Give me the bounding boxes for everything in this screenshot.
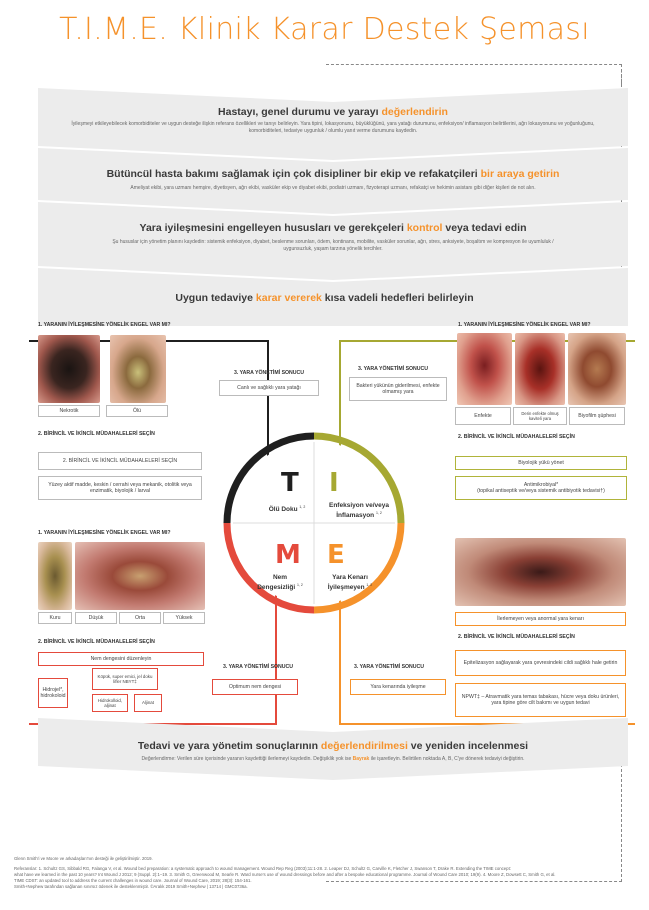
caption-infected: Enfekte — [455, 407, 511, 425]
caption-wound-edge: İlerlemeyen veya anormal yara kenarı — [455, 612, 626, 626]
step-evaluate-text: Değerlendirme: Verilen süre içerisinde y… — [58, 756, 608, 763]
m-alginate-box: Aljinat — [134, 694, 162, 712]
letter-e: E — [327, 540, 345, 570]
step-team-heading: Bütüncül hasta bakımı sağlamak için çok … — [38, 168, 628, 180]
i-outcome-box: Bakteri yükünün giderilmesi, enfekte olm… — [349, 377, 447, 401]
biofilm-wound-photo — [568, 333, 626, 405]
step-assess-band: Hastayı, genel durumu ve yarayı değerlen… — [38, 88, 628, 160]
reference-credit: Glenn Smith'i ve Moore ve arkadaşları'nı… — [14, 856, 634, 862]
wound-edge-photo — [455, 538, 626, 606]
slough-wound-photo — [110, 335, 166, 403]
m-interventions-label: 2. BİRİNCİL VE İKİNCİL MÜDAHALELERİ SEÇİ… — [38, 639, 155, 645]
caption-slough: Ölü — [106, 405, 168, 417]
t-barrier-label: 1. YARANIN İYİLEŞMESİNE YÖNELİK ENGEL VA… — [38, 322, 171, 328]
m-barrier-label: 1. YARANIN İYİLEŞMESİNE YÖNELİK ENGEL VA… — [38, 530, 171, 536]
i-bioburden-box: Biyolojik yükü yönet — [455, 456, 627, 470]
e-epithelialization-box: Epitelizasyon sağlayarak yara çevresinde… — [455, 650, 626, 676]
caption-low: Düşük — [75, 612, 117, 624]
m-hydrogel-box: Hidrojel*, hidrokoloid — [38, 678, 68, 708]
t-intervention-heading-box: 2. BİRİNCİL VE İKİNCİL MÜDAHALELERİ SEÇİ… — [38, 452, 202, 470]
e-npwt-box: NPWT‡ – Atravmatik yara temas tabakası, … — [455, 683, 626, 717]
m-moisture-balance-box: Nem dengesini düzenleyin — [38, 652, 204, 666]
time-wheel: T I M E Ölü Doku 1, 2 Enfeksiyon ve/veya… — [219, 428, 409, 618]
step-decide-heading: Uygun tedaviye karar vererek kısa vadeli… — [0, 292, 649, 304]
caption-deep-infected: Derin enfekte olmuş kaviteli yara — [513, 407, 567, 425]
m-hydrocolloid-box: Hidrokolloid, aljinat — [92, 694, 128, 712]
letter-i: I — [329, 468, 339, 498]
deep-infected-cavity-photo — [515, 333, 565, 405]
loop-connector-top — [326, 64, 622, 84]
e-interventions-label: 2. BİRİNCİL VE İKİNCİL MÜDAHALELERİ SEÇİ… — [458, 634, 575, 640]
infected-wound-photo — [457, 333, 512, 405]
e-outcome-box: Yara kenarında iyileşme — [350, 679, 446, 695]
moisture-wound-photo — [75, 542, 205, 610]
reference-line-2: what have we learned in the past 10 year… — [14, 872, 634, 878]
caption-dry: Kuru — [38, 612, 72, 624]
step-assess-heading: Hastayı, genel durumu ve yarayı değerlen… — [38, 106, 628, 118]
i-interventions-label: 2. BİRİNCİL VE İKİNCİL MÜDAHALELERİ SEÇİ… — [458, 434, 575, 440]
step-control-heading: Yara iyileşmesini engelleyen hususları v… — [38, 222, 628, 234]
step-evaluate-heading: Tedavi ve yara yönetim sonuçlarının değe… — [38, 740, 628, 752]
t-interventions-label: 2. BİRİNCİL VE İKİNCİL MÜDAHALELERİ SEÇİ… — [38, 431, 155, 437]
m-foam-box: Köpük, super emici, jel doku lifler NBYT… — [92, 668, 158, 690]
i-barrier-label: 1. YARANIN İYİLEŞMESİNE YÖNELİK ENGEL VA… — [458, 322, 591, 328]
caption-high: Yüksek — [163, 612, 205, 624]
letter-m: M — [275, 540, 301, 570]
t-outcome-label: 3. YARA YÖNETİMİ SONUCU — [234, 370, 304, 376]
caption-necrotic: Nekrotik — [38, 405, 100, 417]
caption-biofilm: Biyofilm şüphesi — [569, 407, 625, 425]
i-antimicrobial-box: Antimikrobiyal* (topikal antiseptik ve/v… — [455, 476, 627, 500]
necrotic-wound-photo — [38, 335, 100, 403]
reference-line-4: Smith+Nephew tarafından sağlanan sınırsı… — [14, 884, 634, 890]
m-outcome-label: 3. YARA YÖNETİMİ SONUCU — [223, 664, 293, 670]
page-title: T.I.M.E. Klinik Karar Destek Şeması — [0, 12, 649, 47]
step-team-text: Ameliyat ekibi, yara uzmanı hemşire, diy… — [58, 185, 608, 192]
t-outcome-box: Canlı ve sağlıklı yara yatağı — [219, 380, 319, 396]
dry-wound-photo — [38, 542, 72, 610]
m-outcome-box: Optimum nem dengesi — [212, 679, 298, 695]
step-control-text: Şu hususlar için yönetim planını kaydedi… — [98, 239, 568, 252]
e-outcome-label: 3. YARA YÖNETİMİ SONUCU — [354, 664, 424, 670]
step-assess-text: İyileşmeyi etkileyebilecek komorbiditele… — [58, 121, 608, 134]
letter-t: T — [281, 468, 299, 498]
caption-medium: Orta — [119, 612, 161, 624]
label-dead-tissue: Ölü Doku 1, 2 — [257, 504, 317, 514]
reference-line-1: Referanslar: 1. Schultz GS, Sibbald RG, … — [14, 866, 634, 872]
t-intervention-methods-box: Yüzey aktif madde, keskin / cerrahi veya… — [38, 476, 202, 500]
reference-line-3: TIME CDST: an updated tool to address th… — [14, 878, 634, 884]
i-outcome-label: 3. YARA YÖNETİMİ SONUCU — [358, 366, 428, 372]
